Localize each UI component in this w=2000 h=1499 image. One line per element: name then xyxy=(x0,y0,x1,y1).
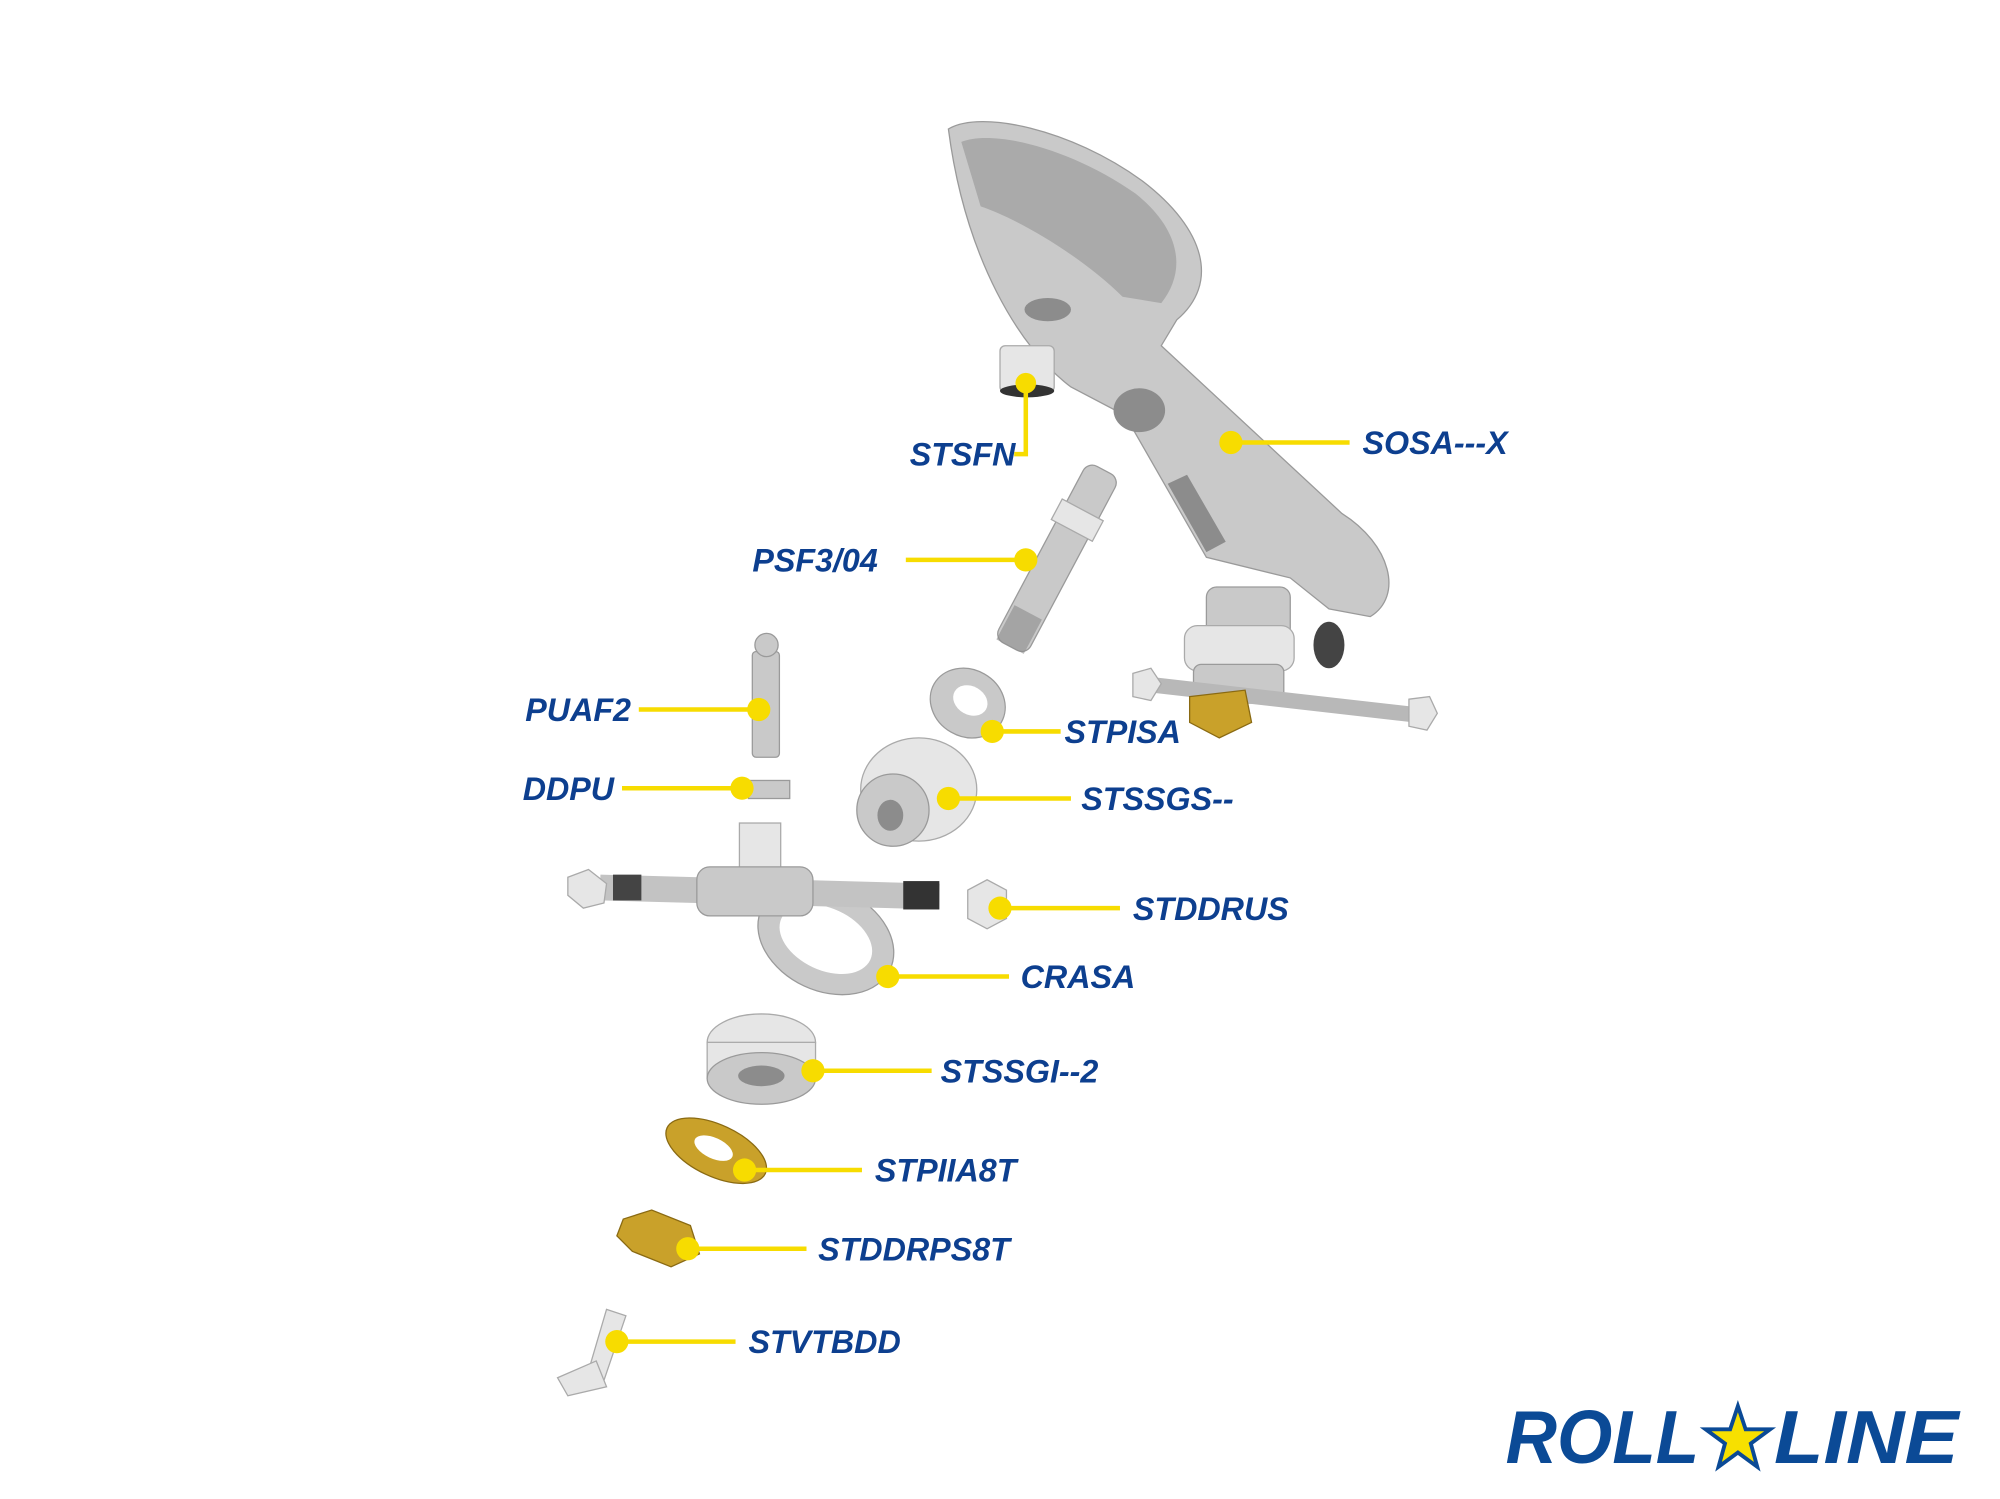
callout-stsfn: STSFN xyxy=(910,372,1037,473)
callout-stvtbdd: STVTBDD xyxy=(605,1324,901,1360)
callout-sosa: SOSA---X xyxy=(1219,425,1510,461)
callout-puaf2: PUAF2 xyxy=(525,692,771,728)
svg-text:LINE: LINE xyxy=(1774,1395,1961,1479)
label-stpiia8t: STPIIA8T xyxy=(875,1153,1019,1189)
callout-psf: PSF3/04 xyxy=(752,542,1038,578)
callout-stddrps8t: STDDRPS8T xyxy=(676,1231,1012,1267)
part-ddpu xyxy=(747,779,791,800)
label-stsfn: STSFN xyxy=(910,437,1016,473)
callout-stssgs: STSSGS-- xyxy=(936,781,1234,817)
star-icon xyxy=(1699,1399,1777,1472)
callout-stddrus: STDDRUS xyxy=(988,891,1289,927)
label-sosa: SOSA---X xyxy=(1362,425,1510,461)
callout-stssgi: STSSGI--2 xyxy=(801,1053,1098,1089)
part-stpisa xyxy=(929,667,1006,739)
part-stssgs xyxy=(856,737,978,847)
roll-line-logo: ROLL LINE xyxy=(1506,1395,1961,1479)
callout-stpisa: STPISA xyxy=(980,714,1181,750)
part-stssgi xyxy=(706,1013,817,1105)
callout-crasa: CRASA xyxy=(876,959,1135,995)
label-stddrus: STDDRUS xyxy=(1133,891,1289,927)
part-upper-truck xyxy=(1132,586,1439,739)
callout-stpiia8t: STPIIA8T xyxy=(732,1153,1019,1189)
label-stssgi: STSSGI--2 xyxy=(941,1053,1099,1089)
label-stddrps8t: STDDRPS8T xyxy=(818,1231,1012,1267)
part-sosa-plate xyxy=(947,121,1390,618)
part-psf xyxy=(996,464,1117,654)
callout-ddpu: DDPU xyxy=(523,771,754,807)
svg-text:ROLL: ROLL xyxy=(1506,1395,1700,1479)
label-puaf2: PUAF2 xyxy=(525,692,631,728)
part-puaf2 xyxy=(751,632,781,758)
label-crasa: CRASA xyxy=(1021,959,1136,995)
label-stvtbdd: STVTBDD xyxy=(748,1324,900,1360)
part-stpiia8t xyxy=(665,1117,768,1185)
part-crasa xyxy=(567,822,940,996)
label-stssgs: STSSGS-- xyxy=(1081,781,1233,817)
label-ddpu: DDPU xyxy=(523,771,615,807)
label-psf: PSF3/04 xyxy=(752,542,878,578)
label-stpisa: STPISA xyxy=(1065,714,1181,750)
